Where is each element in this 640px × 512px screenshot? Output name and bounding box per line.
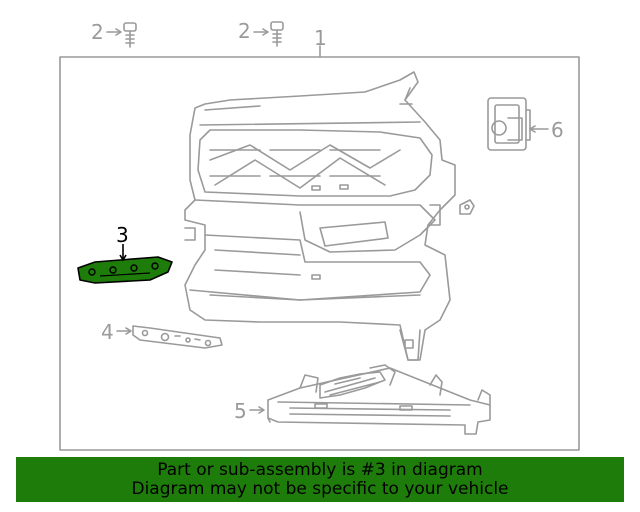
headlamp-assembly-part-1 xyxy=(184,71,456,361)
bracket-part-5 xyxy=(249,364,491,435)
bulb-socket-part-6 xyxy=(487,97,549,151)
info-banner: Part or sub-assembly is #3 in diagram Di… xyxy=(16,457,624,502)
bracket-part-4 xyxy=(116,325,223,349)
callout-5: 5 xyxy=(234,399,247,423)
banner-line-2: Diagram may not be specific to your vehi… xyxy=(131,478,509,499)
callout-3: 3 xyxy=(116,223,129,247)
callout-2-left: 2 xyxy=(91,20,104,44)
bolt-part-2-right xyxy=(253,21,284,47)
callout-6: 6 xyxy=(551,118,564,142)
bolt-part-2-left xyxy=(106,22,137,48)
small-clip xyxy=(459,199,475,215)
callout-1: 1 xyxy=(314,26,327,50)
callout-4: 4 xyxy=(101,320,114,344)
highlighted-part-3 xyxy=(77,256,173,284)
callout-3-arrow xyxy=(119,244,127,262)
callout-2-right: 2 xyxy=(238,19,251,43)
banner-line-1: Part or sub-assembly is #3 in diagram xyxy=(157,459,483,480)
